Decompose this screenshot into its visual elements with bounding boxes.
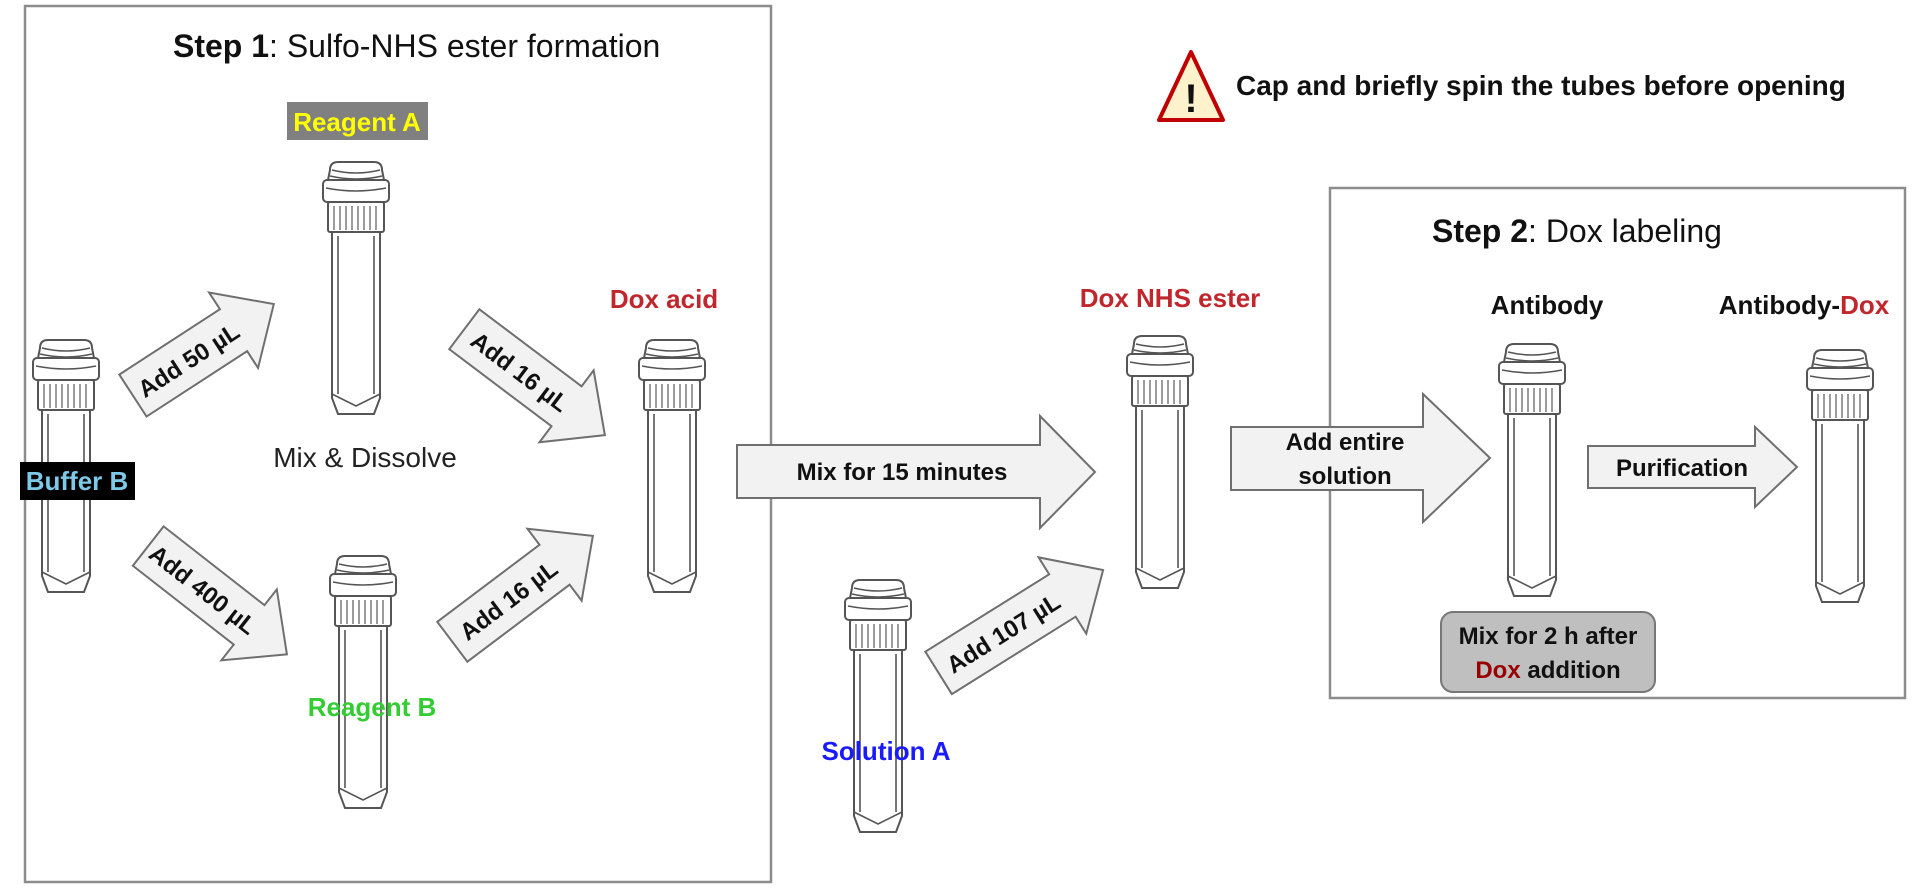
svg-text:!: ! bbox=[1184, 77, 1197, 121]
svg-text:Reagent A: Reagent A bbox=[293, 107, 421, 137]
label-dox-acid: Dox acid bbox=[610, 284, 718, 314]
warning-note: ! Cap and briefly spin the tubes before … bbox=[1157, 50, 1846, 122]
arrow-add-entire-solution: Add entire solution bbox=[1230, 391, 1492, 525]
tube-antibody-dox bbox=[1806, 349, 1874, 603]
svg-text:Purification: Purification bbox=[1616, 455, 1748, 482]
tube-reagent-b bbox=[329, 555, 397, 809]
step1-box bbox=[23, 4, 773, 884]
warning-text: Cap and briefly spin the tubes before op… bbox=[1236, 70, 1846, 101]
note-mix-dissolve: Mix & Dissolve bbox=[273, 442, 457, 473]
step1-panel: Step 1: Sulfo-NHS ester formation bbox=[23, 4, 773, 884]
label-reagent-b: Reagent B bbox=[308, 692, 437, 722]
arrow-mix-15: Mix for 15 minutes bbox=[736, 413, 1097, 531]
svg-text:Mix for 15 minutes: Mix for 15 minutes bbox=[797, 459, 1008, 486]
arrow-purification: Purification bbox=[1587, 424, 1799, 510]
label-buffer-b: Buffer B bbox=[20, 462, 135, 500]
step1-title: Step 1: Sulfo-NHS ester formation bbox=[173, 28, 660, 64]
warning-icon: ! bbox=[1157, 50, 1225, 122]
tube-antibody bbox=[1498, 343, 1566, 597]
step2-title: Step 2: Dox labeling bbox=[1432, 213, 1722, 249]
label-reagent-a: Reagent A bbox=[287, 102, 428, 140]
label-antibody: Antibody bbox=[1491, 290, 1604, 320]
svg-text:Add entire: Add entire bbox=[1286, 429, 1405, 456]
tube-solution-a bbox=[844, 579, 912, 833]
tube-dox-nhs-ester bbox=[1126, 335, 1194, 589]
tube-buffer-b bbox=[32, 339, 100, 593]
svg-text:Buffer B: Buffer B bbox=[26, 466, 129, 496]
note-mix-2h: Mix for 2 h after Dox addition bbox=[1440, 611, 1656, 693]
svg-text:Dox addition: Dox addition bbox=[1475, 657, 1620, 684]
arrow-add-107: Add 107 µL bbox=[923, 555, 1105, 696]
label-antibody-dox: Antibody-Dox bbox=[1719, 290, 1890, 320]
svg-text:solution: solution bbox=[1298, 463, 1391, 490]
label-solution-a: Solution A bbox=[821, 736, 950, 766]
svg-text:Mix for 2 h after: Mix for 2 h after bbox=[1459, 623, 1638, 650]
tube-reagent-a bbox=[322, 161, 390, 415]
label-dox-nhs-ester: Dox NHS ester bbox=[1080, 283, 1261, 313]
tube-dox-acid bbox=[638, 339, 706, 593]
